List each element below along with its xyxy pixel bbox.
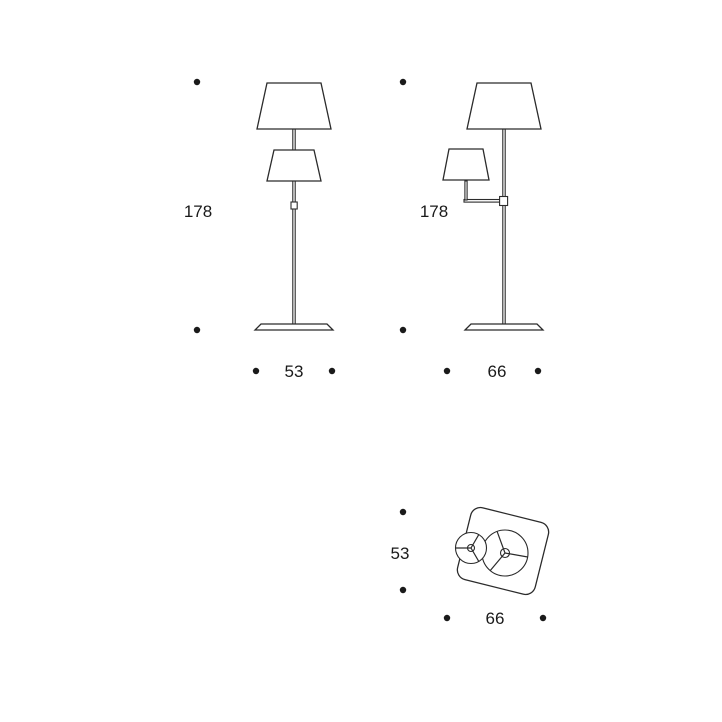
lamp-a-height-label: 178	[184, 202, 212, 221]
dim-dot	[252, 367, 260, 375]
lamp-a-base	[253, 323, 335, 331]
top-view-small-spokes	[455, 534, 480, 562]
lamp-a-height-dimension: 178	[184, 78, 212, 334]
dim-dot	[399, 78, 407, 86]
lamp-front-view-a	[253, 82, 335, 331]
dim-dot	[534, 367, 542, 375]
lamp-b-arm-clamp	[499, 195, 509, 207]
top-view-depth-label: 53	[391, 544, 410, 563]
lamp-a-pole-joint	[290, 201, 298, 210]
lamp-front-view-b	[442, 82, 545, 331]
dim-dot	[443, 614, 451, 622]
lamp-b-height-label: 178	[420, 202, 448, 221]
dim-dot	[193, 326, 201, 334]
lamp-a-upper-shade	[256, 82, 332, 130]
dim-dot	[399, 508, 407, 516]
lamp-a-width-label: 53	[285, 362, 304, 381]
dim-dot	[443, 367, 451, 375]
top-view-large-spokes	[489, 531, 528, 571]
dim-dot	[328, 367, 336, 375]
dim-dot	[193, 78, 201, 86]
top-view-width-dimension: 66	[443, 609, 547, 628]
lamp-b-height-dimension: 178	[399, 78, 448, 334]
lamp-b-upper-shade	[466, 82, 542, 130]
lamp-b-arm	[463, 198, 505, 203]
dim-dot	[399, 326, 407, 334]
top-view-depth-dimension: 53	[391, 508, 410, 594]
lamp-b-width-label: 66	[488, 362, 507, 381]
lamp-b-lower-shade	[442, 148, 490, 181]
lamp-b-pole	[502, 128, 506, 327]
lamp-top-view	[454, 506, 550, 596]
top-view-width-label: 66	[486, 609, 505, 628]
lamp-b-width-dimension: 66	[443, 362, 542, 381]
lamp-a-width-dimension: 53	[252, 362, 336, 381]
dim-dot	[539, 614, 547, 622]
lamp-a-lower-shade	[266, 149, 322, 182]
dim-dot	[399, 586, 407, 594]
lamp-b-base	[463, 323, 545, 331]
lamp-b-shade-stem	[464, 180, 468, 201]
